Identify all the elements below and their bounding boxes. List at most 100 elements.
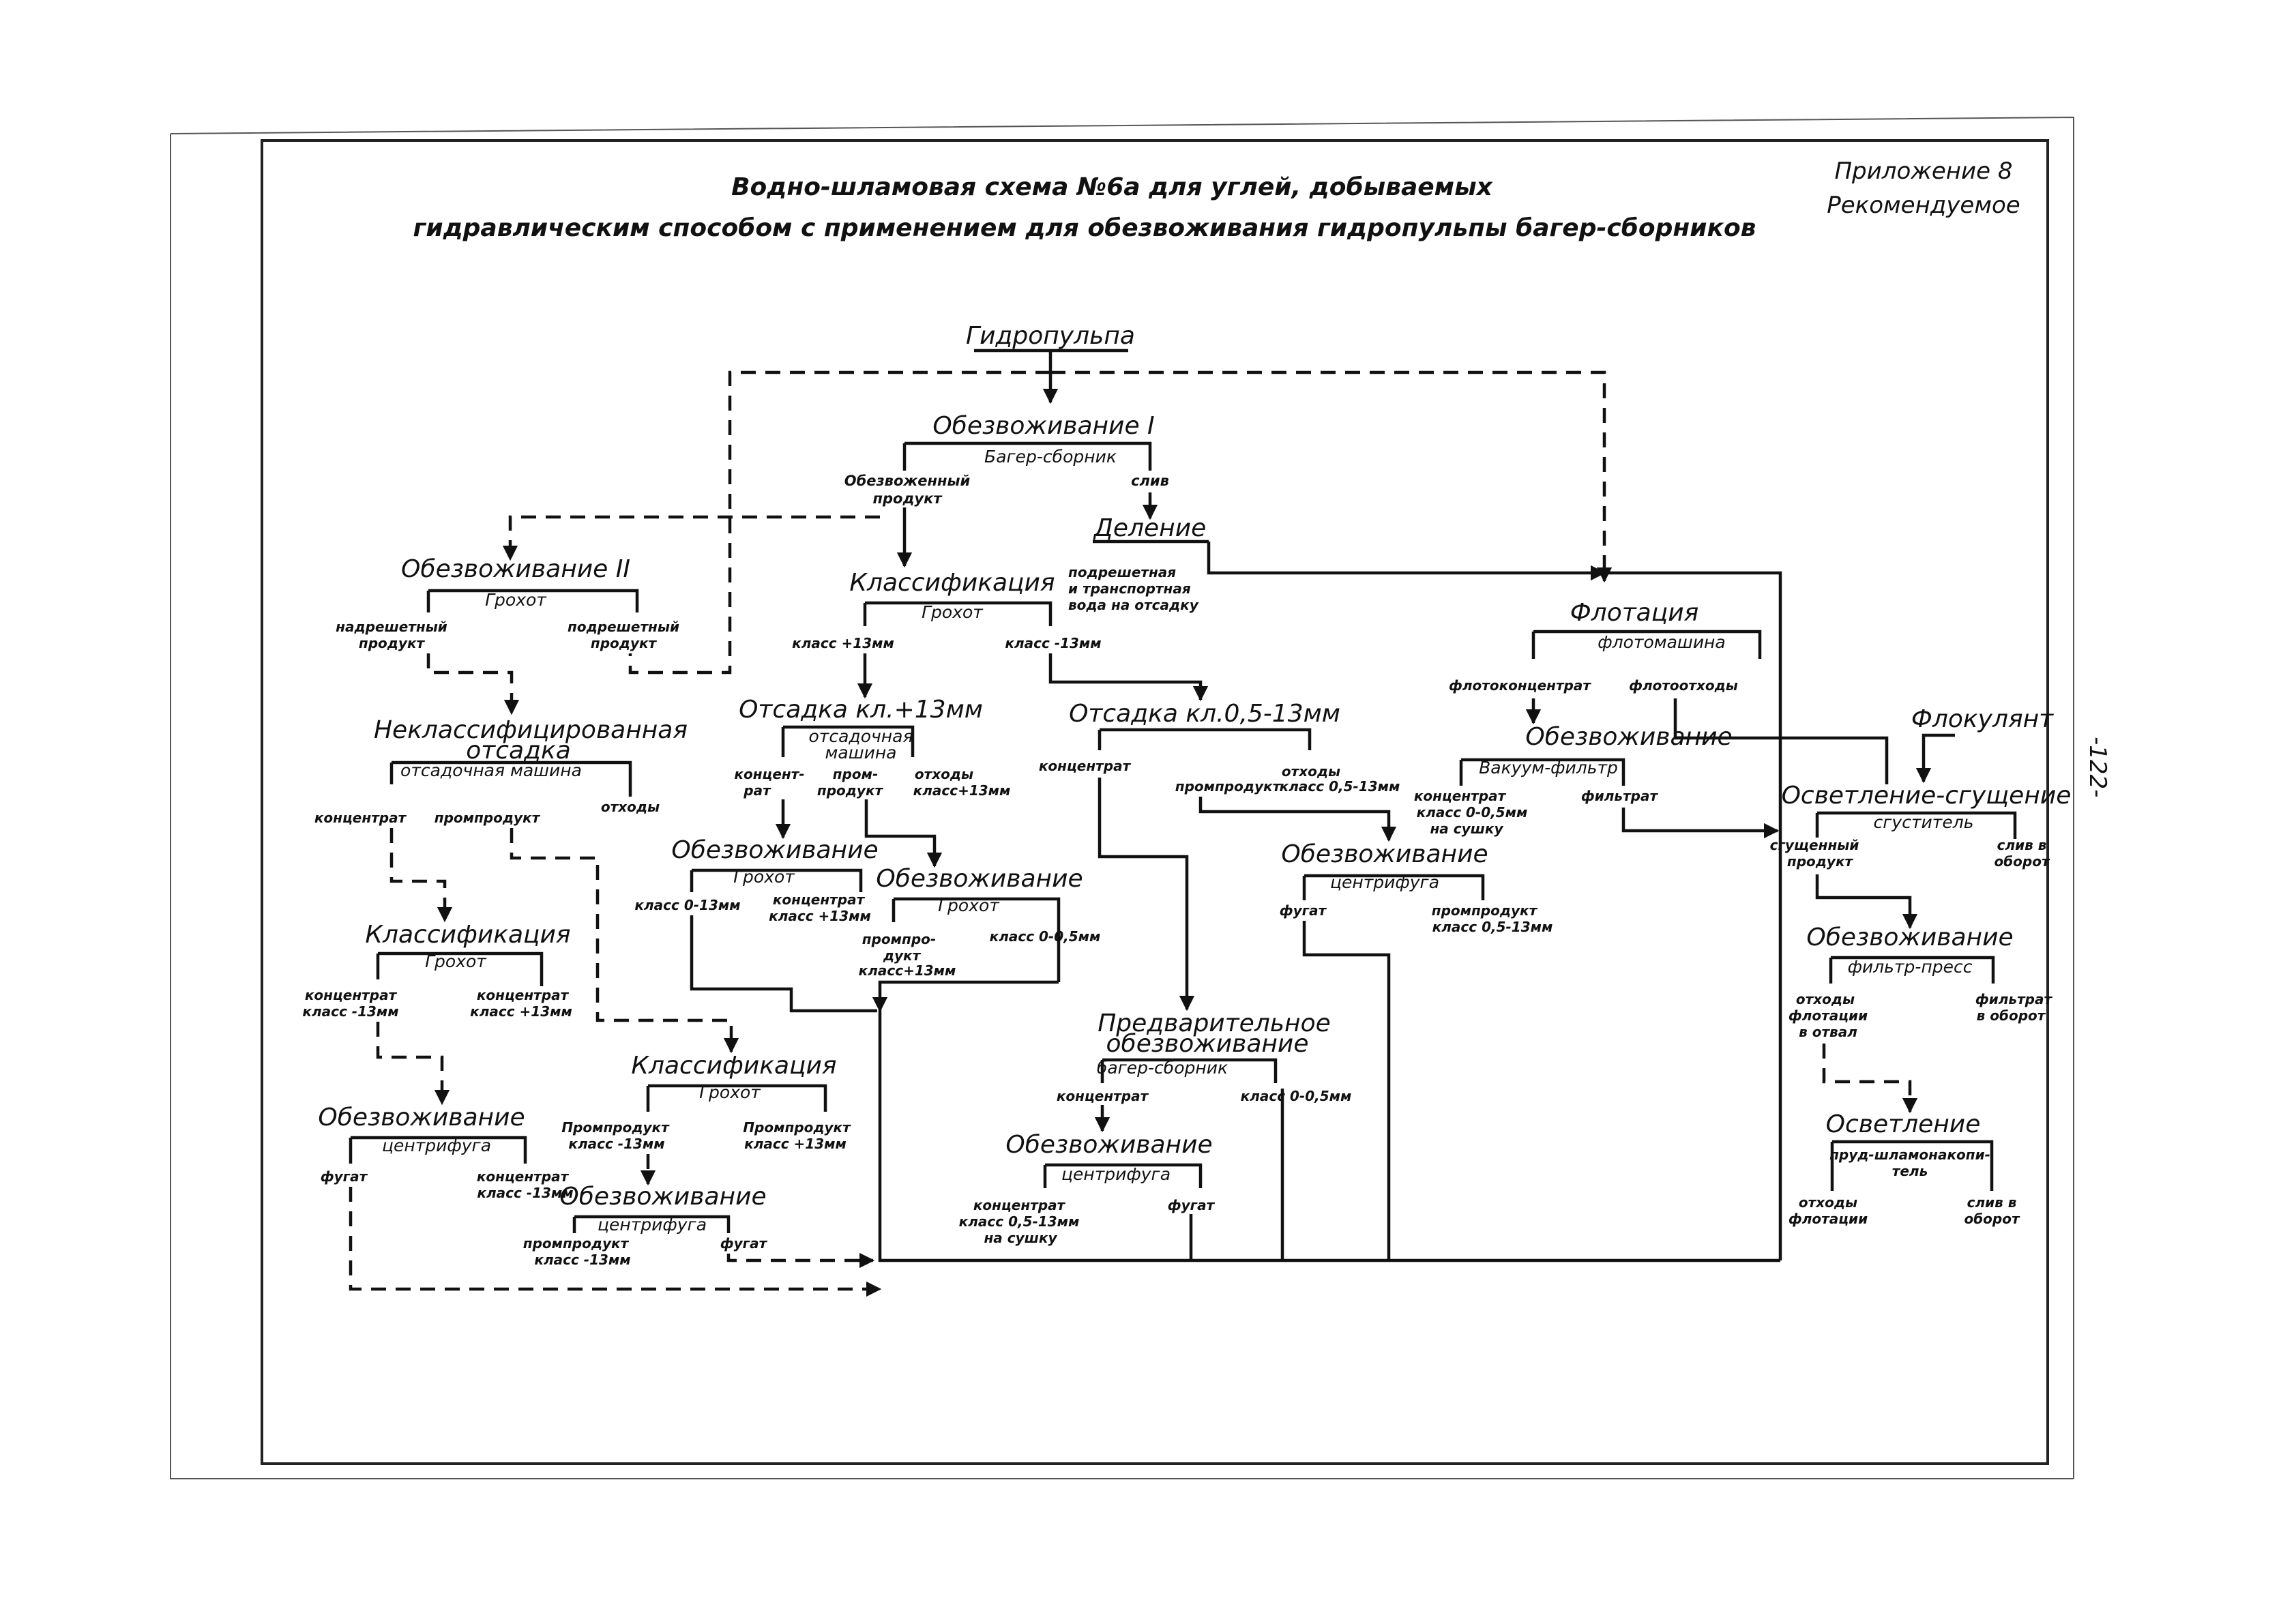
svg-text:фильтрат: фильтрат xyxy=(1975,991,2053,1007)
svg-text:центрифуга: центрифуга xyxy=(1061,1164,1171,1184)
svg-text:в отвал: в отвал xyxy=(1799,1024,1857,1040)
node-classification-left: Классификация Грохот концентрат класс -1… xyxy=(302,921,572,1020)
svg-text:промпродукт: промпродукт xyxy=(1432,902,1538,919)
svg-text:Обезвоживание: Обезвоживание xyxy=(1005,1131,1212,1159)
svg-text:класс 0,5-13мм: класс 0,5-13мм xyxy=(1280,778,1400,795)
svg-text:отходы: отходы xyxy=(1282,763,1340,780)
svg-text:отходы: отходы xyxy=(601,799,660,815)
svg-text:Грохот: Грохот xyxy=(922,602,984,622)
node-classification-main: Классификация Грохот класс +13мм класс -… xyxy=(792,569,1101,651)
svg-text:Классификация: Классификация xyxy=(631,1052,836,1080)
node-dewatering-2: Обезвоживание II Грохот надрешетный прод… xyxy=(336,555,679,651)
svg-text:класс 0-13мм: класс 0-13мм xyxy=(634,897,740,913)
svg-text:тель: тель xyxy=(1892,1163,1928,1179)
svg-text:машина: машина xyxy=(825,743,897,763)
svg-text:слив: слив xyxy=(1131,473,1169,489)
svg-text:класс +13мм: класс +13мм xyxy=(792,635,894,651)
svg-text:класс -13мм: класс -13мм xyxy=(534,1252,630,1268)
svg-text:концентрат: концентрат xyxy=(314,810,407,826)
svg-text:концентрат: концентрат xyxy=(1414,788,1507,804)
svg-text:Классификация: Классификация xyxy=(365,921,570,949)
svg-text:Неклассифицированная: Неклассифицированная xyxy=(374,716,688,744)
svg-text:на сушку: на сушку xyxy=(1430,821,1503,837)
svg-text:класс +13мм: класс +13мм xyxy=(769,908,871,924)
svg-text:Обезвоженный: Обезвоженный xyxy=(844,473,971,489)
svg-text:промпро-: промпро- xyxy=(862,931,936,947)
svg-text:отсадочная: отсадочная xyxy=(809,726,913,746)
svg-text:класс -13мм: класс -13мм xyxy=(302,1003,398,1020)
node-dewatering-grate-1: Обезвоживание Грохот класс 0-13мм концен… xyxy=(634,836,878,924)
svg-text:фугат: фугат xyxy=(720,1235,768,1252)
svg-text:класс +13мм: класс +13мм xyxy=(470,1003,572,1020)
node-centrifuge-left: Обезвоживание центрифуга фугат концентра… xyxy=(318,1104,573,1201)
svg-text:фильтрат: фильтрат xyxy=(1581,788,1659,804)
page-mark: -122- xyxy=(2084,737,2111,797)
svg-text:класс -13мм: класс -13мм xyxy=(568,1136,664,1152)
svg-text:оборот: оборот xyxy=(1994,853,2050,870)
svg-text:класс -13мм: класс -13мм xyxy=(477,1185,573,1201)
svg-text:класс 0,5-13мм: класс 0,5-13мм xyxy=(959,1213,1080,1230)
svg-text:продукт: продукт xyxy=(1787,853,1854,870)
svg-text:фугат: фугат xyxy=(1280,902,1327,919)
svg-text:Обезвоживание: Обезвоживание xyxy=(1281,840,1488,868)
svg-text:Деление: Деление xyxy=(1093,514,1207,542)
svg-text:фугат: фугат xyxy=(321,1168,368,1185)
svg-text:на сушку: на сушку xyxy=(984,1230,1057,1246)
svg-text:Флокулянт: Флокулянт xyxy=(1911,705,2054,733)
svg-text:дукт: дукт xyxy=(883,947,922,964)
svg-text:Предварительное: Предварительное xyxy=(1098,1009,1331,1037)
svg-text:концентрат: концентрат xyxy=(1039,758,1132,774)
svg-text:рат: рат xyxy=(743,782,771,799)
svg-text:Отсадка кл.0,5-13мм: Отсадка кл.0,5-13мм xyxy=(1069,700,1340,728)
svg-text:промпродукт: промпродукт xyxy=(523,1235,630,1252)
node-dewatering-grate-2: Обезвоживание Грохот промпро- дукт класс… xyxy=(859,865,1101,982)
node-centrifuge-mid: Обезвоживание центрифуга фугат промпроду… xyxy=(1280,840,1553,935)
svg-text:пруд-шламонакопи-: пруд-шламонакопи- xyxy=(1829,1147,1990,1163)
svg-text:Гидропульпа: Гидропульпа xyxy=(966,322,1135,350)
node-preliminary-dewatering: Предварительное обезвоживание багер-сбор… xyxy=(1057,1009,1352,1104)
svg-text:концентрат: концентрат xyxy=(477,987,570,1003)
title-line-2: гидравлическим способом с применением дл… xyxy=(413,214,1756,242)
node-dewatering-1: Обезвоживание I Багер-сборник Обезвоженн… xyxy=(844,412,1169,507)
svg-text:фильтр-пресс: фильтр-пресс xyxy=(1848,957,1973,977)
svg-text:Обезвоживание: Обезвоживание xyxy=(559,1183,766,1211)
sheet-border xyxy=(170,117,2074,1479)
node-vacuum-dewatering: Обезвоживание Вакуум-фильтр концентрат к… xyxy=(1414,723,1733,837)
title-line-1: Водно-шламовая схема №6а для углей, добы… xyxy=(731,173,1494,201)
svg-text:отходы: отходы xyxy=(1796,991,1855,1007)
node-clarification-thickening: Осветление-сгущение сгуститель сгущенный… xyxy=(1770,782,2072,870)
svg-text:оборот: оборот xyxy=(1964,1211,2020,1227)
svg-text:флотоконцентрат: флотоконцентрат xyxy=(1449,677,1591,694)
svg-text:концентрат: концентрат xyxy=(477,1168,570,1185)
node-jigging-large: Отсадка кл.+13мм отсадочная машина конце… xyxy=(734,696,1010,799)
svg-text:Флотация: Флотация xyxy=(1570,599,1699,627)
svg-text:Классификация: Классификация xyxy=(849,569,1055,597)
svg-text:Обезвоживание: Обезвоживание xyxy=(318,1104,525,1132)
svg-text:отходы: отходы xyxy=(1799,1194,1857,1211)
svg-text:слив в: слив в xyxy=(1997,837,2047,853)
svg-text:подрешетная: подрешетная xyxy=(1068,564,1176,580)
svg-text:концентрат: концентрат xyxy=(773,891,866,908)
node-flotation: Флотация флотомашина флотоконцентрат фло… xyxy=(1449,599,1762,694)
svg-text:надрешетный: надрешетный xyxy=(336,619,447,635)
svg-text:класс +13мм: класс +13мм xyxy=(744,1136,847,1152)
svg-text:промпродукт: промпродукт xyxy=(1175,778,1282,795)
svg-text:класс+13мм: класс+13мм xyxy=(913,782,1011,799)
svg-text:и транспортная: и транспортная xyxy=(1068,580,1191,597)
svg-text:класс 0-0,5мм: класс 0-0,5мм xyxy=(1417,804,1528,821)
drawing-frame xyxy=(261,139,2049,1465)
svg-text:вода на отсадку: вода на отсадку xyxy=(1068,597,1199,613)
svg-text:Обезвоживание: Обезвоживание xyxy=(671,836,878,864)
svg-text:продукт: продукт xyxy=(359,635,426,651)
appendix-number: Приложение 8 xyxy=(1834,158,2012,185)
svg-text:слив в: слив в xyxy=(1967,1194,2017,1211)
svg-text:концент-: концент- xyxy=(734,766,804,782)
svg-text:класс 0-0,5мм: класс 0-0,5мм xyxy=(990,928,1101,945)
node-clarification: Осветление пруд-шламонакопи- тель отходы… xyxy=(1789,1110,2020,1227)
svg-text:Обезвоживание: Обезвоживание xyxy=(1806,923,2013,951)
svg-text:Промпродукт: Промпродукт xyxy=(743,1119,851,1136)
node-jigging-small: Отсадка кл.0,5-13мм концентрат промпроду… xyxy=(1039,700,1400,795)
svg-text:флотации: флотации xyxy=(1789,1007,1868,1024)
svg-text:Осветление-сгущение: Осветление-сгущение xyxy=(1782,782,2072,810)
